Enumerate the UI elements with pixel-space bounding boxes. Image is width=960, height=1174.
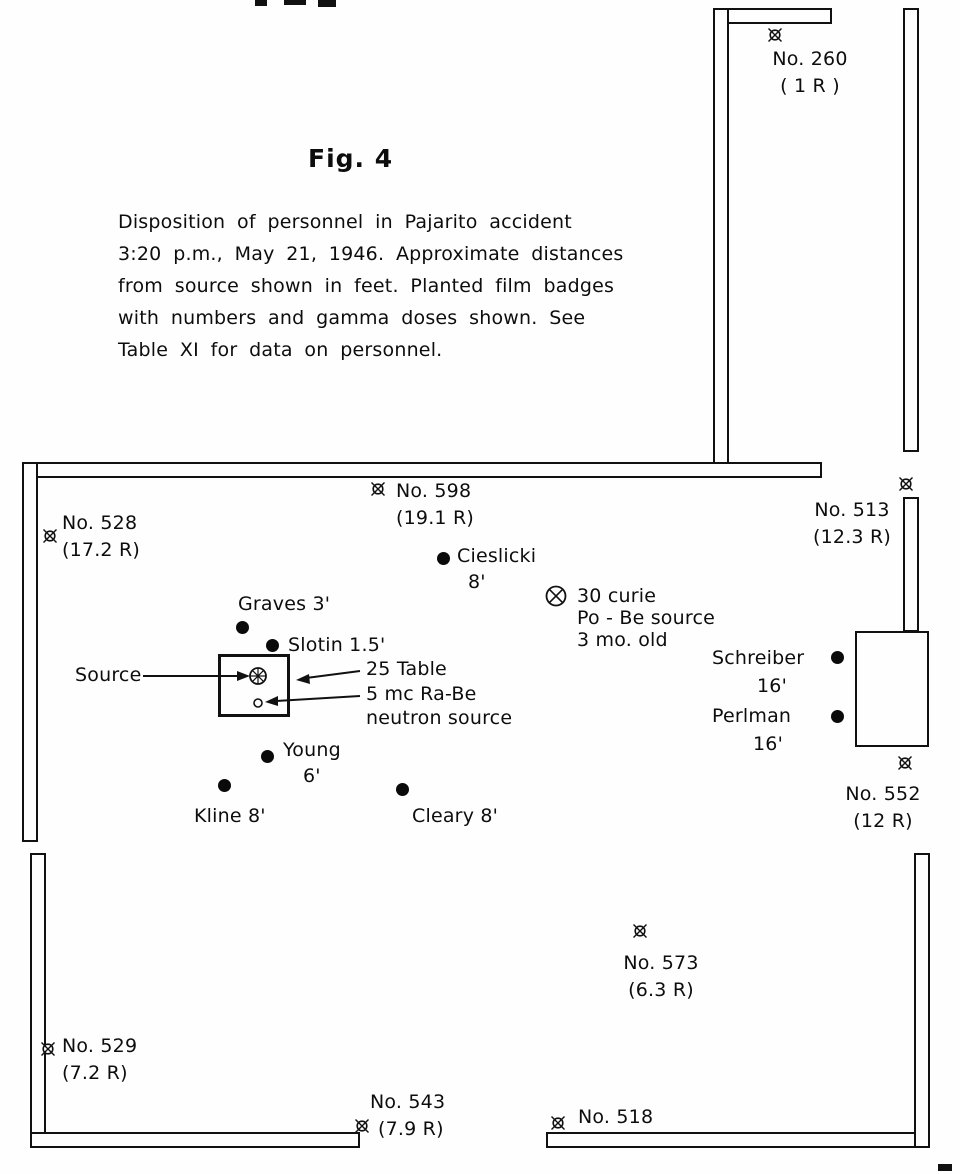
pobe-source-icon [545, 585, 567, 607]
table-25-outline [218, 654, 290, 717]
badge-number: No. 529 [62, 1035, 138, 1057]
film-badge-518-label: No. 518 [578, 1106, 654, 1128]
film-badge-260-icon [767, 27, 783, 43]
figure-title: Fig. 4 [308, 144, 394, 173]
person-distance-perlman: 16' [753, 733, 783, 755]
caption-line: with numbers and gamma doses shown. See [118, 307, 586, 329]
corridor-top-wall [713, 8, 832, 24]
caption-line: 3:20 p.m., May 21, 1946. Approximate dis… [118, 243, 624, 265]
scan-artifact [318, 0, 336, 7]
badge-number: No. 573 [623, 952, 699, 974]
caption-line: Disposition of personnel in Pajarito acc… [118, 211, 572, 233]
badge-dose: (17.2 R) [62, 539, 140, 561]
film-badge-598-label: No. 598 (19.1 R) [396, 478, 474, 532]
caption-line: Table XI for data on personnel. [118, 339, 443, 361]
film-badge-598-icon [370, 481, 386, 497]
film-badge-513-icon [898, 476, 914, 492]
table-arrow [296, 670, 361, 684]
lower-room-bottom-wall-right [546, 1132, 930, 1148]
badge-dose: (6.3 R) [628, 979, 694, 1001]
badge-dose: (19.1 R) [396, 507, 474, 529]
film-badge-518-icon [550, 1115, 566, 1131]
person-label-schreiber: Schreiber [712, 647, 805, 669]
film-badge-552-icon [897, 755, 913, 771]
badge-number: No. 260 [772, 48, 848, 70]
film-badge-528-label: No. 528 (17.2 R) [62, 510, 140, 564]
person-label-cleary: Cleary 8' [412, 805, 499, 827]
film-badge-543-label: No. 543 (7.9 R) [370, 1089, 445, 1143]
film-badge-260-label: No. 260 ( 1 R ) [755, 46, 865, 100]
lower-room-left-wall [30, 853, 46, 1148]
badge-number: No. 528 [62, 512, 138, 534]
main-room-top-wall [22, 462, 822, 478]
person-label-young: Young [283, 739, 341, 761]
person-label-kline: Kline 8' [194, 805, 266, 827]
film-badge-513-label: No. 513 (12.3 R) [798, 497, 906, 551]
person-label-graves: Graves 3' [238, 593, 331, 615]
badge-number: No. 552 [845, 783, 921, 805]
person-distance-schreiber: 16' [757, 675, 787, 697]
person-label-perlman: Perlman [712, 705, 792, 727]
corridor-left-wall [713, 8, 729, 478]
film-badge-529-label: No. 529 (7.2 R) [62, 1033, 137, 1087]
doorway-rectangle [855, 631, 929, 747]
film-badge-543-icon [354, 1118, 370, 1134]
film-badge-573-label: No. 573 (6.3 R) [605, 950, 717, 1004]
corridor-right-wall [903, 8, 919, 452]
person-distance-young: 6' [303, 765, 321, 787]
person-label-cieslicki: Cieslicki [457, 545, 537, 567]
lower-room-bottom-wall-left [30, 1132, 360, 1148]
badge-dose: (12.3 R) [813, 526, 891, 548]
caption-line: from source shown in feet. Planted film … [118, 275, 615, 297]
person-dot-cieslicki [437, 552, 450, 565]
lower-room-right-wall [914, 853, 930, 1148]
scan-artifact [255, 0, 267, 6]
person-dot-kline [218, 779, 231, 792]
neutron-source-icon [253, 698, 263, 708]
figure-caption: Disposition of personnel in Pajarito acc… [118, 206, 623, 366]
pobe-label-line3: 3 mo. old [577, 629, 668, 651]
badge-dose: (12 R) [853, 810, 913, 832]
pobe-label-line2: Po - Be source [577, 607, 715, 629]
person-distance-cieslicki: 8' [468, 571, 486, 593]
neutron-source-label-line2: neutron source [366, 707, 513, 729]
source-label: Source [75, 664, 142, 686]
badge-number: No. 543 [370, 1091, 446, 1113]
person-dot-perlman [831, 710, 844, 723]
person-dot-cleary [396, 783, 409, 796]
film-badge-552-label: No. 552 (12 R) [833, 781, 933, 835]
badge-dose: (7.2 R) [62, 1062, 128, 1084]
person-dot-slotin [266, 639, 279, 652]
badge-number: No. 598 [396, 480, 472, 502]
film-badge-573-icon [632, 923, 648, 939]
scan-artifact [938, 1164, 952, 1171]
badge-dose: (7.9 R) [378, 1118, 444, 1140]
neutron-source-label-line1: 5 mc Ra-Be [366, 683, 477, 705]
badge-dose: ( 1 R ) [780, 75, 840, 97]
source-icon [249, 667, 267, 685]
person-dot-young [261, 750, 274, 763]
main-room-left-wall [22, 462, 38, 842]
badge-number: No. 513 [814, 499, 890, 521]
person-dot-graves [236, 621, 249, 634]
person-dot-schreiber [831, 651, 844, 664]
film-badge-529-icon [40, 1041, 56, 1057]
scan-artifact [284, 0, 306, 5]
film-badge-528-icon [42, 528, 58, 544]
pobe-label-line1: 30 curie [577, 585, 657, 607]
person-label-slotin: Slotin 1.5' [288, 634, 386, 656]
table-label: 25 Table [366, 658, 447, 680]
